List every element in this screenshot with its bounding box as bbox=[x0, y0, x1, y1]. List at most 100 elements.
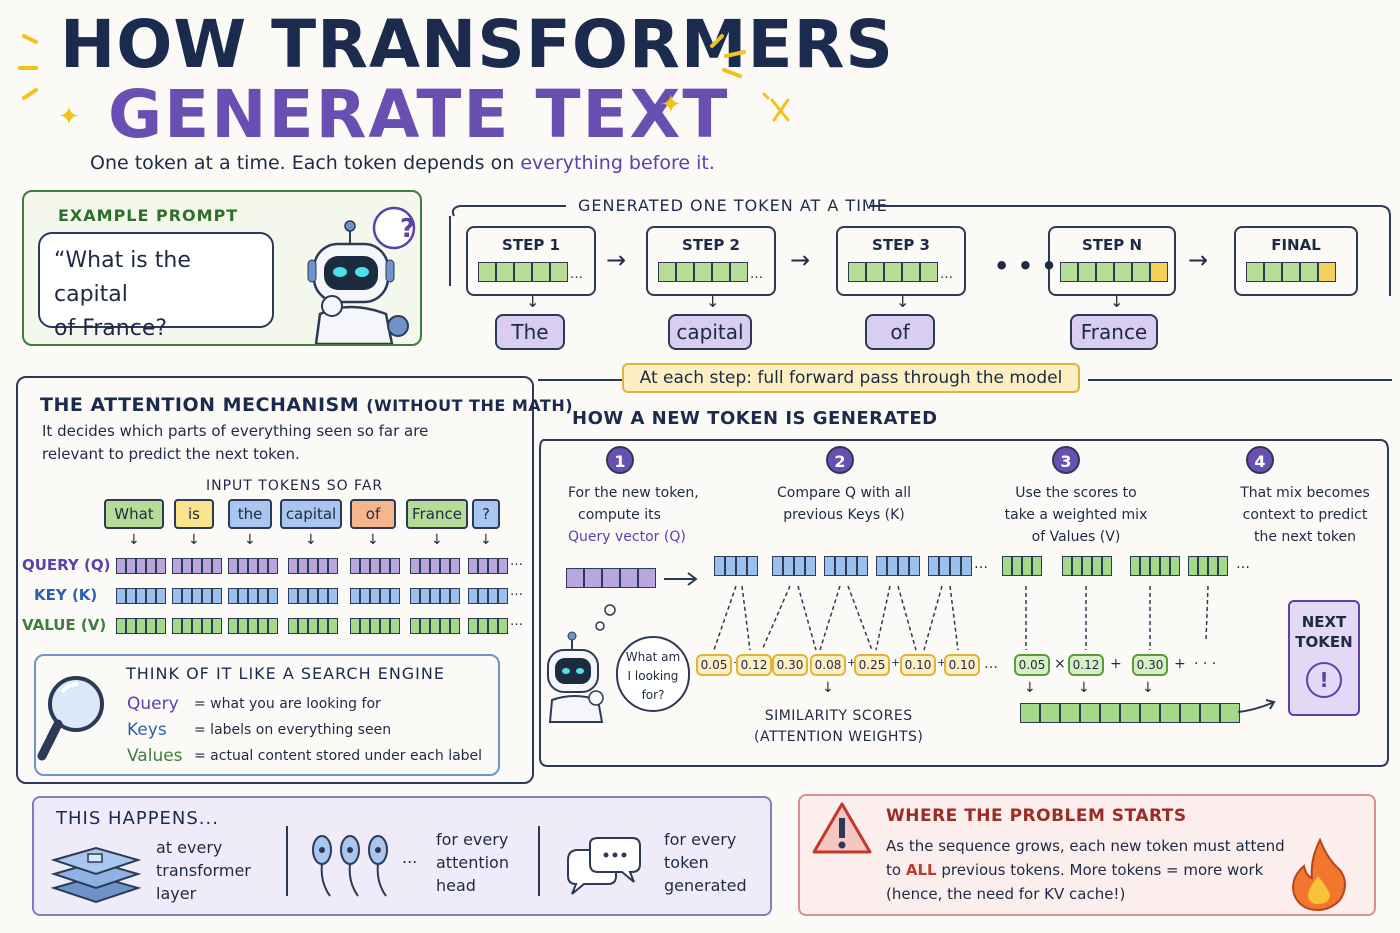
vector-cell bbox=[172, 558, 182, 574]
search-term-2: Keys bbox=[127, 720, 167, 740]
vector-cell bbox=[1218, 556, 1228, 576]
forward-pass-callout: At each step: full forward pass through … bbox=[622, 363, 1080, 393]
query-vector bbox=[116, 558, 166, 574]
vector-cell bbox=[725, 556, 736, 576]
plus-sign: + bbox=[1174, 656, 1186, 672]
step-box-3: STEP 3… bbox=[836, 226, 966, 296]
input-token-1: What bbox=[104, 499, 164, 529]
input-token-3: the bbox=[228, 499, 272, 529]
vector-cell bbox=[318, 558, 328, 574]
vector-cell bbox=[450, 618, 460, 634]
vector-cell bbox=[238, 558, 248, 574]
vector-cell bbox=[360, 558, 370, 574]
times-sign: × bbox=[1054, 656, 1066, 672]
vector-cell bbox=[488, 558, 498, 574]
vector-cell bbox=[824, 556, 835, 576]
vector-cell bbox=[192, 558, 202, 574]
vector-cell bbox=[328, 588, 338, 604]
vector-cell bbox=[370, 588, 380, 604]
arrow-down-icon: ↓ bbox=[480, 532, 492, 548]
token-cell bbox=[866, 262, 884, 282]
subtitle-plain: One token at a time. Each token depends … bbox=[90, 152, 515, 174]
query-vector bbox=[228, 558, 278, 574]
vector-cell bbox=[950, 556, 961, 576]
vector-cell bbox=[390, 588, 400, 604]
vector-cell bbox=[350, 618, 360, 634]
search-def-3: = actual content stored under each label bbox=[194, 748, 483, 764]
step-number-2: 2 bbox=[826, 446, 854, 474]
token-ellipsis: … bbox=[750, 267, 763, 282]
vector-cell bbox=[1032, 556, 1042, 576]
chat-bubbles-icon bbox=[567, 837, 641, 895]
token-cell bbox=[902, 262, 920, 282]
step-token-row-1: … bbox=[478, 262, 594, 282]
happens-item-2: for every attention head bbox=[436, 828, 509, 897]
score-6: 0.10 bbox=[900, 654, 936, 676]
thought-line-2: I looking bbox=[627, 669, 679, 683]
value-vector bbox=[1062, 556, 1112, 576]
key-vector bbox=[410, 588, 460, 604]
example-prompt-label: EXAMPLE PROMPT bbox=[58, 206, 239, 225]
problem-all-emphasis: ALL bbox=[905, 861, 937, 879]
attention-desc-line-1: It decides which parts of everything see… bbox=[42, 422, 429, 440]
vector-cell bbox=[498, 618, 508, 634]
search-term-1: Query bbox=[127, 694, 179, 714]
step-desc-3-line-1: Use the scores to bbox=[1015, 485, 1137, 501]
generated-word-1: The bbox=[495, 314, 565, 350]
row-ellipsis: … bbox=[510, 584, 523, 599]
arrow-down-icon: ↓ bbox=[822, 680, 834, 696]
weighted-score-1: 0.05 bbox=[1014, 654, 1050, 676]
vector-cell bbox=[430, 558, 440, 574]
next-token-label-2: TOKEN bbox=[1295, 633, 1353, 651]
sparkle-strokes-icon bbox=[710, 34, 746, 78]
sparkle-icon: ✦ bbox=[660, 90, 682, 120]
vector-cell bbox=[258, 558, 268, 574]
query-vector bbox=[172, 558, 222, 574]
vector-cell bbox=[440, 618, 450, 634]
this-happens-heading: THIS HAPPENS... bbox=[56, 808, 219, 829]
key-vector bbox=[172, 588, 222, 604]
happens-item-2-line-1: for every bbox=[436, 830, 509, 849]
token-cell bbox=[1150, 262, 1168, 282]
arrow-down-icon: ↓ bbox=[305, 532, 317, 548]
subtitle-highlight: everything before it. bbox=[520, 152, 715, 174]
score-5: 0.25 bbox=[854, 654, 890, 676]
vector-cell bbox=[228, 618, 238, 634]
step-box-4: STEP N bbox=[1048, 226, 1176, 296]
vector-cell bbox=[202, 618, 212, 634]
generated-word-2: capital bbox=[668, 314, 752, 350]
vector-cell bbox=[248, 618, 258, 634]
values-ellipsis: … bbox=[1236, 556, 1250, 572]
vector-cell bbox=[1092, 556, 1102, 576]
search-term-3: Values bbox=[127, 746, 183, 766]
similarity-label-line-1: SIMILARITY SCORES bbox=[764, 708, 913, 724]
vector-cell bbox=[288, 618, 298, 634]
vector-cell bbox=[318, 588, 328, 604]
value-vector bbox=[468, 618, 508, 634]
vector-cell bbox=[318, 618, 328, 634]
attention-desc-line-2: relevant to predict the next token. bbox=[42, 445, 300, 463]
vector-cell bbox=[1012, 556, 1022, 576]
token-ellipsis: … bbox=[940, 267, 953, 282]
vector-cell bbox=[772, 556, 783, 576]
vector-cell bbox=[876, 556, 887, 576]
token-cell bbox=[848, 262, 866, 282]
token-cell bbox=[496, 262, 514, 282]
divider bbox=[538, 826, 540, 896]
step-number-1: 1 bbox=[606, 446, 634, 474]
vector-cell bbox=[909, 556, 920, 576]
arrow-right-icon: → bbox=[1188, 246, 1209, 274]
happens-item-2-line-3: head bbox=[436, 876, 476, 895]
vector-cell bbox=[430, 588, 440, 604]
step-desc-1-line-3: Query vector (Q) bbox=[568, 529, 686, 545]
token-cell bbox=[1114, 262, 1132, 282]
key-vector bbox=[714, 556, 758, 576]
new-token-heading: HOW A NEW TOKEN IS GENERATED bbox=[572, 408, 938, 429]
value-vector bbox=[228, 618, 278, 634]
arrow-right-icon bbox=[1237, 699, 1276, 713]
vector-cell bbox=[182, 558, 192, 574]
plus-sign: + bbox=[1110, 656, 1122, 672]
vector-cell bbox=[928, 556, 939, 576]
vector-cell bbox=[410, 588, 420, 604]
